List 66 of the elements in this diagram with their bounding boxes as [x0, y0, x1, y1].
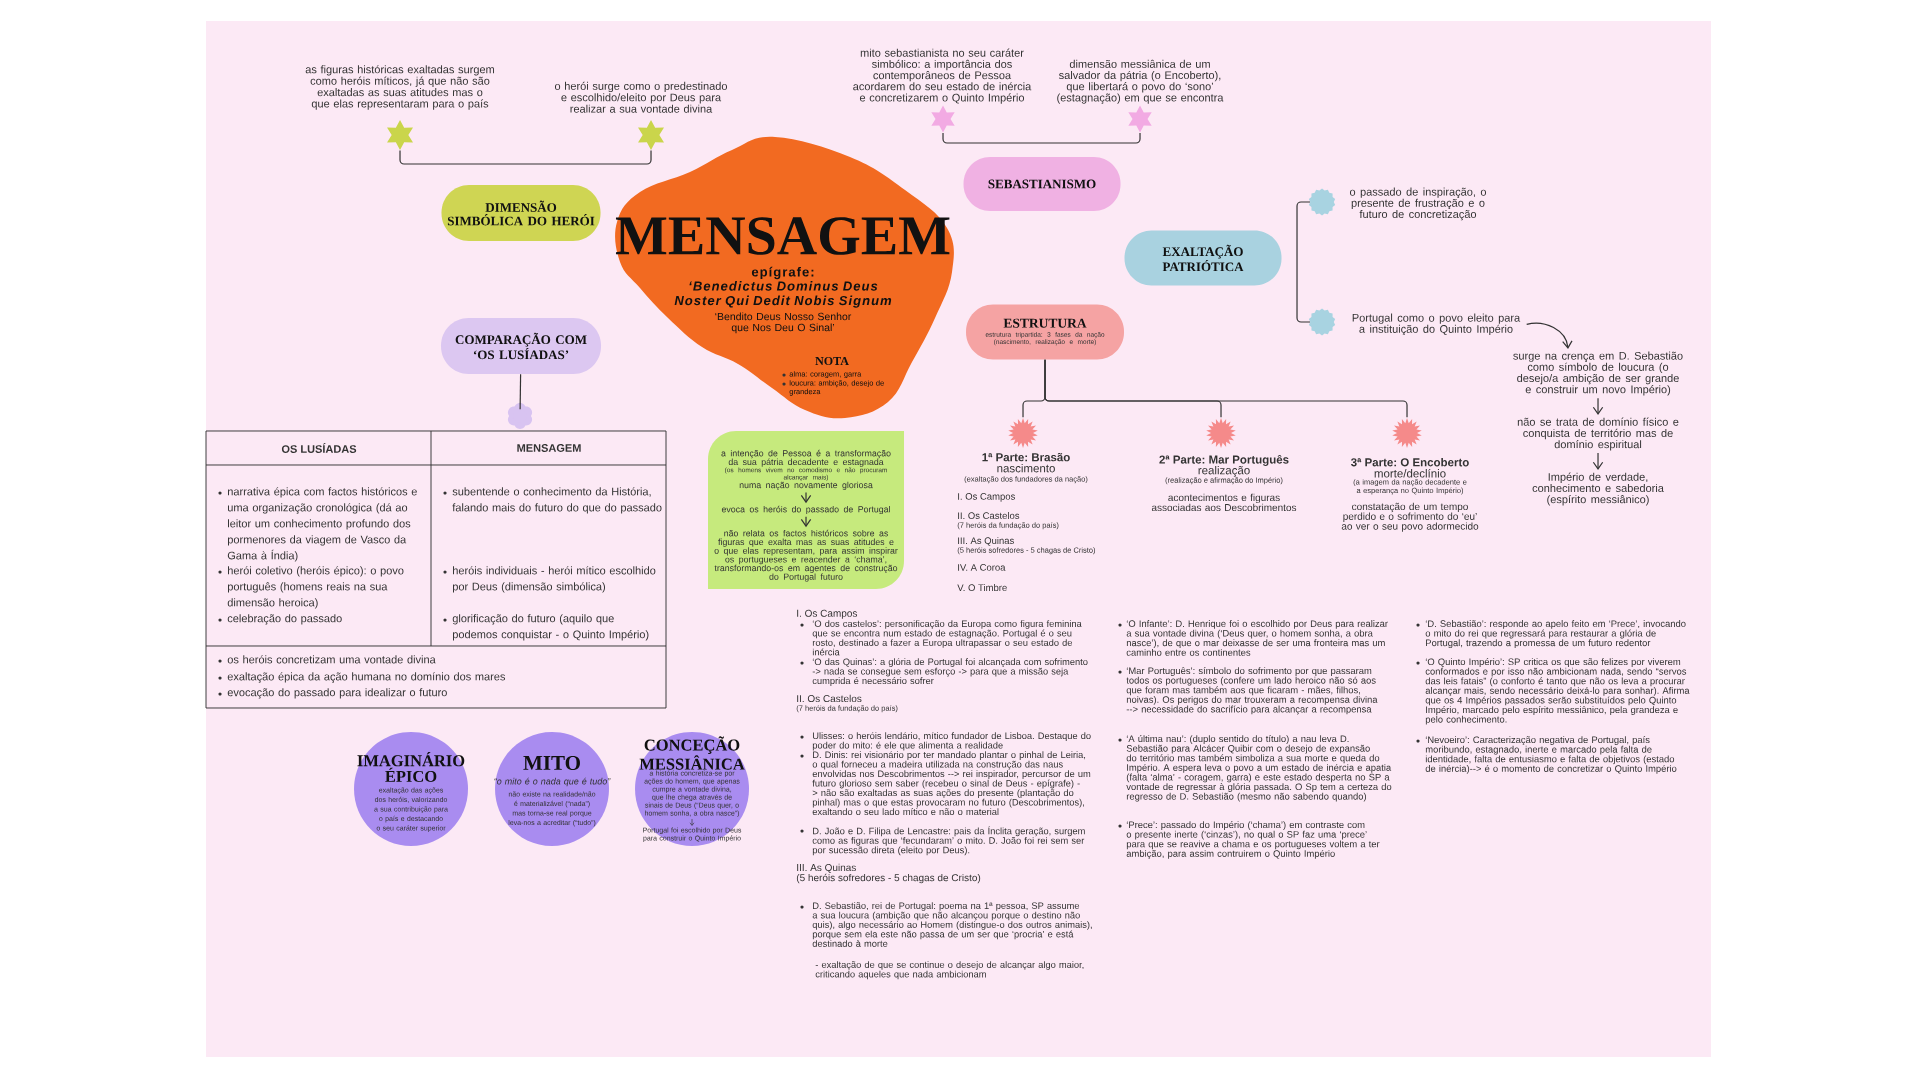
annotation-text: IV. A Coroa: [958, 564, 1006, 571]
list-item: exaltação épica da ação humana no domínio dos mares: [227, 672, 506, 683]
annotation-text: surge na crença em D. Sebastião como símbolo de loucura (o desejo/a ambição de ser grande e construir um novo Império): [1513, 351, 1683, 396]
list-item: ‘O Infante’: D. Henrique foi o escolhido por Deus para realizar a sua vontade divina (‘Deus quer, o homem sonha, a obra nasce’), de que o mar deixasse de ser uma fronteira mas um caminho entre os continentes: [1126, 620, 1388, 656]
list-item: ‘Mar Português’: símbolo do sofrimento por que passaram todos os portugueses (confere um lado heroico não só aos que foram mas também aos que ficaram - mães, filhos, noivas). Os perigos do mar trouxeram a recompensa divina --> necessidade do sacrifício para alcançar a recompensa: [1126, 667, 1378, 715]
list-item: Ulisses: o heróis lendário, mítico fundador de Lisboa. Destaque do poder do mito: é ele que alimenta a realidade: [812, 732, 1091, 751]
section-heading: III. As Quinas: [797, 863, 856, 873]
annotation-text: o herói surge como o predestinado e escolhido/eleito por Deus para realizar a sua vontade divina: [554, 81, 728, 113]
list-item: ‘O dos castelos’: personificação da Europa como figura feminina que se encontra num estado de estagnação. Portugal é o seu rosto, destinado a fazer a Europa ultrapassar o seu estado de inércia: [812, 620, 1082, 656]
annotation-text: I. Os Campos: [958, 493, 1015, 502]
list-item: celebração do passado: [227, 614, 342, 625]
annotation-text: realização: [1198, 465, 1250, 477]
note-panel: [708, 431, 904, 589]
topic-pill: EXALTAÇÃO PATRIÓTICA: [1124, 230, 1282, 286]
down-arrow: [1592, 452, 1604, 470]
bracket-line: [399, 149, 652, 165]
bracket-line: [1296, 201, 1311, 323]
annotation-text: III. As Quinas: [958, 537, 1014, 546]
note-text: (5 heróis sofredores - 5 chagas de Cristo): [796, 873, 981, 884]
annotation-text: não se trata de domínio físico e conquista de território mas de domínio espiritual: [1517, 417, 1679, 451]
list-item: herói coletivo (heróis épico): o povo português (homens reais na sua dimensão heroica): [227, 566, 404, 609]
list-item: heróis individuais - herói mítico escolhido por Deus (dimensão simbólica): [453, 566, 656, 593]
section-heading: I. Os Campos: [797, 609, 858, 619]
topic-pill: SEBASTIANISMO: [963, 157, 1121, 211]
annotation-text: nascimento: [997, 463, 1055, 473]
list-item: glorificação do futuro (aquilo que podemos conquistar - o Quinto Império): [452, 614, 649, 641]
list-item: D. Sebastião, rei de Portugal: poema na 1ª pessoa, SP assume a sua loucura (ambição que não alcançou porque o destino não quis), algo necessário ao Homem (distingue-o dos outros animais), porque sem ela este não passa de um ser que ‘procria’ e está destinado à morte: [812, 902, 1092, 947]
annotation-text: Império de verdade, conhecimento e sabedoria (espírito messiânico): [1532, 472, 1664, 506]
connector-line: [519, 373, 522, 410]
list-item: os heróis concretizam uma vontade divina: [227, 655, 436, 664]
list-item: ‘Prece’: passado do Império (‘chama’) em contraste com o presente inerte (‘cinzas’), no qual o SP faz uma ‘prece’ para que se reavive a chama e os portugueses voltem a ter ambição, para assim contruirem o Quinto Império: [1126, 821, 1380, 859]
annotation-text: dimensão messiânica de um salvador da pátria (o Encoberto), que libertará o povo do ‘sono’ (estagnação) em que se encontra: [1057, 59, 1224, 104]
list-item: ‘O Quinto Império’: SP critica os que são felizes por viverem conformados e por isso não ambicionam nada, sendo “servos das leis fatais” (o conforto é tanto que não os leva a procurar alcançar mais, sendo necessário deixá-lo para sonhar). Afirma que os 4 Impérios passados serão substituídos pelo Quinto Império, marcado pelo espírito messiânico, pela grandeza e pelo conhecimento.: [1425, 658, 1690, 725]
list-item: narrativa épica com factos históricos e uma organização cronológica (dá ao leitor um conhecimento profundo dos pormenores da viagem de Vasco da Gama à Índia): [227, 487, 417, 562]
annotation-text: constatação de um tempo perdido e o sofrimento do ‘eu’ ao ver o seu povo adormecido: [1341, 502, 1479, 532]
column-heading: OS LUSÍADAS: [281, 443, 357, 453]
part-heading: 2ª Parte: Mar Português: [1159, 454, 1289, 466]
annotation-text: o passado de inspiração, o presente de frustração e o futuro de concretização: [1349, 187, 1487, 221]
panel-text: evoca os heróis do passado de Portugal: [721, 505, 890, 515]
annotation-text: as figuras históricas exaltadas surgem como heróis míticos, já que não são exaltadas as suas atitudes mas o que elas representaram para o país: [305, 65, 494, 110]
list-item: ‘D. Sebastião’: responde ao apelo feito em ‘Prece’, invocando o mito do rei que regressará para restaurar a glória de Portugal, trazendo a promessa de um futuro redentor: [1425, 620, 1686, 649]
column-heading: MENSAGEM: [517, 444, 581, 452]
annotation-text: Portugal como o povo eleito para a instituição do Quinto Império: [1352, 313, 1521, 336]
note-text: - exaltação de que se continue o desejo de alcançar algo maior, criticando aqueles que nada ambicionam: [815, 961, 1084, 980]
topic-pill: DIMENSÃO SIMBÓLICA DO HERÓI: [441, 185, 601, 241]
list-item: evocação do passado para idealizar o futuro: [227, 688, 447, 699]
annotation-text: V. O Timbre: [957, 584, 1007, 591]
list-item: D. João e D. Filipa de Lencastre: pais da Ínclita geração, surgem como as figuras que ‘fecundaram’ o mito. D. João foi rei sem ser por sucessão direta (eleito por Deus).: [812, 826, 1085, 856]
down-arrow: [1592, 397, 1604, 415]
annotation-text: acontecimentos e figuras associadas aos Descobrimentos: [1151, 493, 1297, 512]
list-item: ‘A última nau’: (duplo sentido do título) a nau leva D. Sebastião para Alcácer Quibir com o desejo de expansão do território mas também simboliza a sua morte e queda do Império. A espera leva o povo a um estado de inércia e apatia (falta ‘alma’ - coragem, garra) e este estado desperta no SP a vontade de regressar à glória passada. O Sp tem a certeza do regresso de D. Sebastião (mesmo não sabendo quando): [1126, 735, 1392, 802]
annotation-text: morte/declínio: [1374, 468, 1446, 478]
section-heading: II. Os Castelos: [797, 694, 862, 703]
part-heading: 3ª Parte: O Encoberto: [1351, 457, 1469, 467]
part-heading: 1ª Parte: Brasão: [982, 452, 1070, 462]
list-item: D. Dinis: rei visionário por ter mandado plantar o pinhal de Leiria, o qual forneceu a madeira utilizada na construção das naus envolvidas nos Descobrimentos --> rei inspirador, percursor de um futuro glorioso sem saber (recebeu o sinal de Deus - epígrafe) -> não são exaltadas as suas ações do presente (plantação do pinhal) mas o que estas provocaram no futuro (Descobrimentos), exaltando o seu lado mítico e não o material: [812, 751, 1091, 816]
annotation-text: mito sebastianista no seu caráter simbólico: a importância dos contemporâneos de Pessoa acordarem do seu estado de inércia e concretizarem o Quinto Império: [853, 48, 1032, 104]
connector-line: [1044, 359, 1408, 418]
list-item: ‘Nevoeiro’: Caracterização negativa de Portugal, país moribundo, estagnado, inerte e marcado pela falta de identidade, falta de entusiasmo e falta de objetivos (estado de inércia)--> é o momento de concretizar o Quinto Império: [1425, 736, 1677, 774]
topic-pill: COMPARAÇÃO COM ‘OS LUSÍADAS’: [441, 318, 601, 374]
curved-arrow: [1526, 322, 1573, 349]
panel-text: não relata os factos históricos sobre as figuras que exalta mas as suas atitudes e o que elas representam, para assim inspirar os portugueses e reacender a ‘chama’, transformando-os em agentes de construção do Portugal futuro: [714, 529, 898, 582]
annotation-text: II. Os Castelos: [958, 512, 1020, 519]
list-item: ‘O das Quinas’: a glória de Portugal foi alcançada com sofrimento -> nada se consegue sem esforço -> para que a missão seja cumprida é necessário sofrer: [812, 658, 1088, 686]
list-item: subentende o conhecimento da História, falando mais do futuro do que do passado: [452, 487, 662, 514]
flower-icon: [507, 403, 533, 429]
